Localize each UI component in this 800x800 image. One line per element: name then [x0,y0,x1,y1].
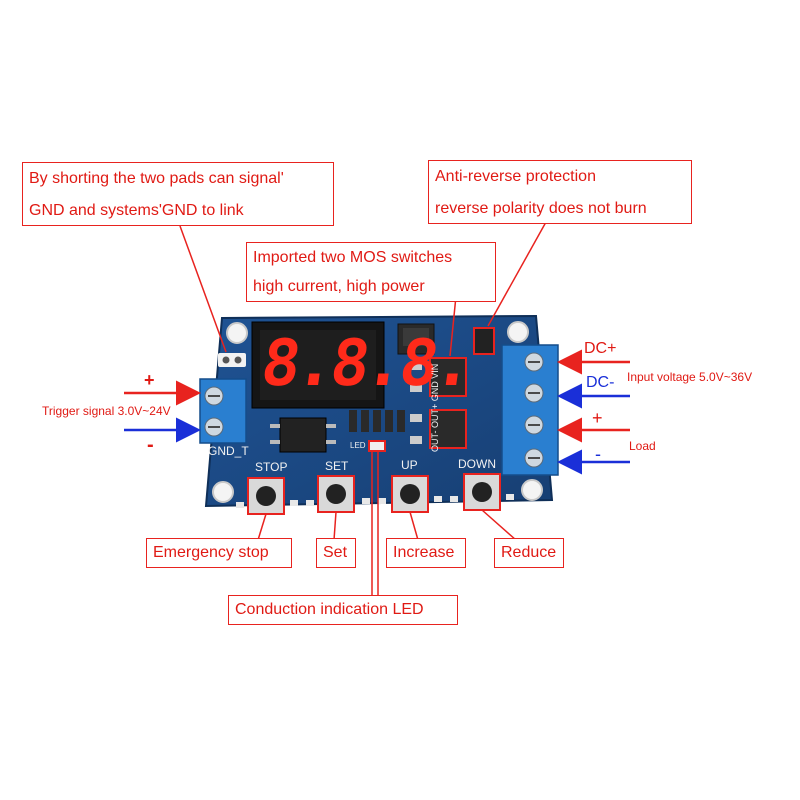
callout-set: Set [316,538,356,568]
stop-button-component [247,477,285,515]
optocoupler-chip [279,417,327,453]
load-minus-label: - [595,444,601,464]
mos-switch-1 [429,357,467,397]
callout-emergency-stop: Emergency stop [146,538,292,568]
silk-stop: STOP [255,460,288,474]
set-button-component [317,475,355,513]
input-voltage-label: Input voltage 5.0V~36V [627,370,753,384]
callout-reduce: Reduce [494,538,564,568]
callout-leaders [179,221,547,596]
down-button-component [463,473,501,511]
mos-switch-2 [429,409,467,449]
mounting-hole [212,481,234,503]
silk-set: SET [325,459,349,473]
callout-anti-reverse: Anti-reverse protection reverse polarity… [428,160,692,224]
callout-gnd-link: By shorting the two pads can signal' GND… [22,162,334,226]
up-button-component [391,475,429,513]
mounting-hole [226,322,248,344]
power-load-terminal-block [501,344,559,476]
trigger-terminal-block [199,378,247,444]
mounting-hole [507,321,529,343]
silk-up: UP [401,458,418,472]
callout-mos: Imported two MOS switches high current, … [246,242,496,302]
trigger-signal-label: Trigger signal 3.0V~24V [42,404,171,418]
load-label: Load [629,439,656,453]
gnd-short-pads [218,353,246,367]
anti-reverse-diode [473,327,495,355]
trigger-plus-label: + [144,370,155,390]
silk-terminals: OUT- OUT+ GND VIN [430,363,440,452]
resistor-row [349,410,405,432]
silk-down: DOWN [458,457,496,471]
mounting-hole [521,479,543,501]
display-digits: 8.8.8. [256,327,475,401]
callout-increase: Increase [386,538,466,568]
dc-minus-label: DC- [586,374,615,391]
pcb-board [199,314,559,515]
trigger-minus-label: - [147,434,154,456]
dc-plus-label: DC+ [584,340,617,357]
load-plus-label: + [592,408,603,428]
silk-gnd-t: GND_T [208,444,249,458]
conduction-led [368,440,386,452]
callout-conduction-led: Conduction indication LED [228,595,458,625]
silk-led: LED [350,441,366,450]
